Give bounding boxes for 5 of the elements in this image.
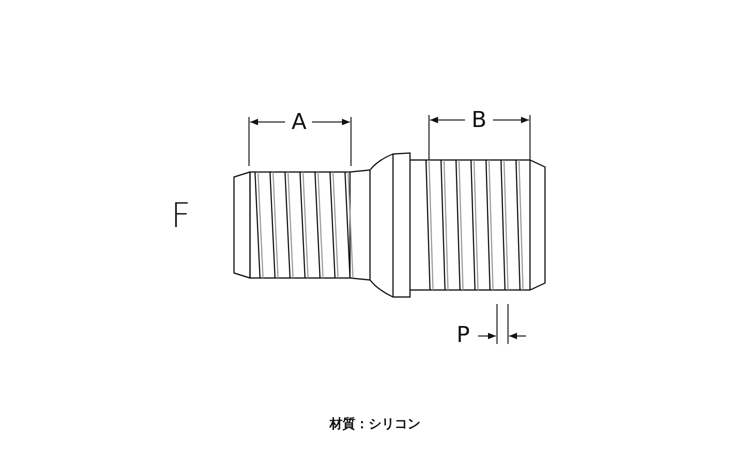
dimension-label: A (292, 112, 307, 134)
dimension-label: P (456, 325, 470, 347)
dimension-label: B (472, 110, 487, 132)
material-note: 材質：シリコン (330, 418, 420, 430)
view-label: F (171, 199, 191, 233)
